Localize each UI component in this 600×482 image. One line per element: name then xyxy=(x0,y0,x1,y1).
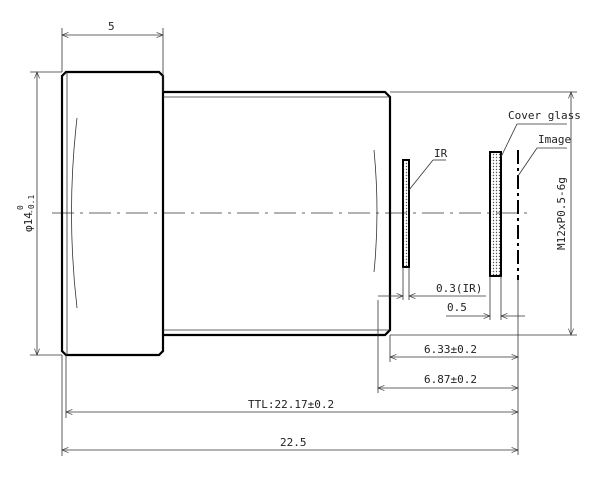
dim-cover-text: 0.5 xyxy=(447,301,467,314)
rear-lens-curve xyxy=(373,149,378,273)
dim-flange-image-text: 6.33±0.2 xyxy=(424,343,477,356)
front-barrel xyxy=(60,70,165,357)
image-label: Image xyxy=(538,133,571,146)
dim-ir-text: 0.3(IR) xyxy=(436,282,482,295)
ir-filter xyxy=(402,159,410,268)
cover-glass xyxy=(489,151,502,277)
ir-leader xyxy=(408,159,434,191)
thread-barrel xyxy=(163,90,392,337)
dim-front-diameter-upper: 0 xyxy=(16,205,25,210)
dim-front-diameter-lower: -0.1 xyxy=(27,195,36,214)
dim-overall-text: 22.5 xyxy=(280,436,307,449)
dim-thread-text: M12xP0.5-6g xyxy=(555,177,568,250)
dim-front-diameter-text: φ14 xyxy=(22,212,35,232)
ir-label: IR xyxy=(434,147,448,160)
front-lens-curve xyxy=(71,117,78,309)
dim-front-diameter-label: φ14 0 -0.1 xyxy=(16,195,36,232)
cover-glass-label: Cover glass xyxy=(508,109,581,122)
dim-thread-label: M12xP0.5-6g xyxy=(555,177,568,250)
dim-front-length-text: 5 xyxy=(108,20,115,33)
dim-ttl-text: TTL:22.17±0.2 xyxy=(248,398,334,411)
dim-back-focal-text: 6.87±0.2 xyxy=(424,373,477,386)
image-leader xyxy=(517,147,538,177)
cover-glass-leader xyxy=(500,123,518,158)
